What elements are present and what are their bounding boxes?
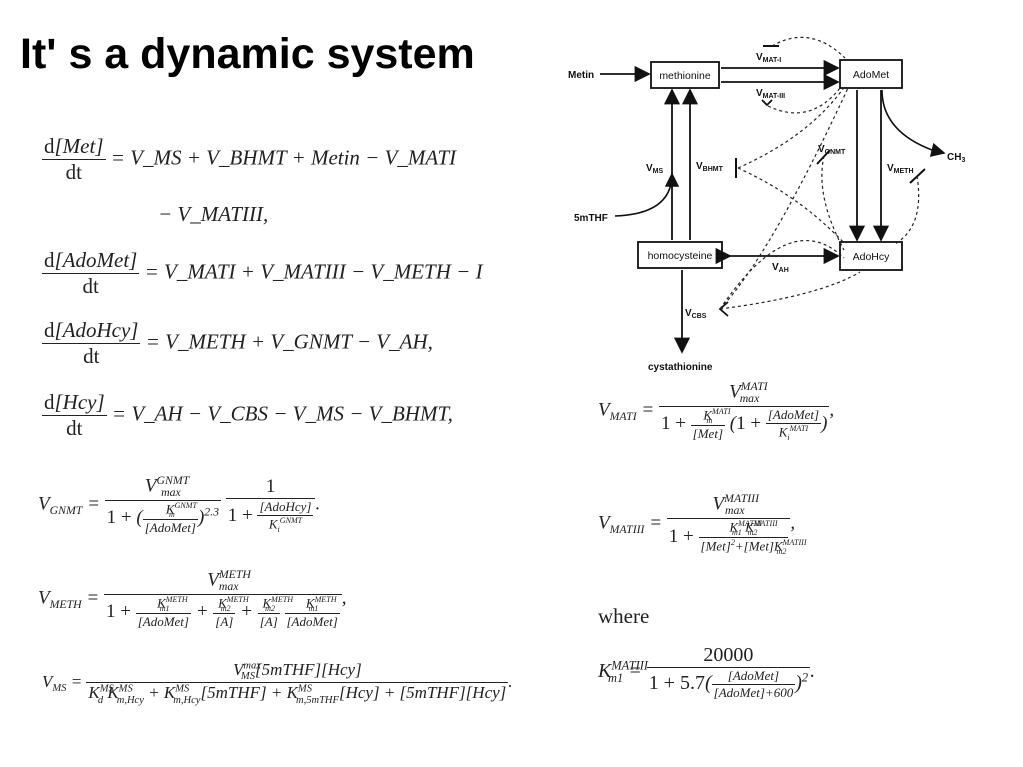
d-symbol: d <box>44 390 55 414</box>
vms-label: VMS <box>646 163 664 175</box>
homocysteine-node <box>637 241 723 269</box>
vbhmt-label: VBHMT <box>696 161 724 173</box>
equation-dmet: d[Met]dt = V_MS + V_BHMT + Metin − V_MAT… <box>42 134 456 185</box>
cystathionine-label: cystathionine <box>648 362 713 373</box>
d-symbol: d <box>44 248 55 272</box>
rhs-adomet: = V_MATI + V_MATIII − V_METH − I <box>144 259 483 284</box>
adohcy-label: AdoHcy <box>853 251 891 263</box>
k-pow: 2 <box>801 670 809 685</box>
metin-label: Metin <box>568 70 594 81</box>
vmat1-label: VMAT-I <box>756 52 781 64</box>
vah-label: VAH <box>772 262 789 274</box>
adohcy-node <box>839 241 903 271</box>
thf-arrow <box>614 172 680 217</box>
vgnmt-label: VGNMT <box>818 144 846 156</box>
ch3-arrow <box>881 89 946 157</box>
rate-vms: VMS = VmaxMS[5mTHF][Hcy]KMSd KMSm,Hcy + … <box>42 660 513 706</box>
dt-symbol: dt <box>42 273 140 299</box>
k-coef: 1 + 5.7 <box>648 672 705 695</box>
met-var: [Met] <box>54 134 104 158</box>
thf-label: 5mTHF <box>574 213 608 224</box>
dt-symbol: dt <box>42 159 106 185</box>
rhs-adohcy: = V_METH + V_GNMT − V_AH, <box>145 329 433 354</box>
vmat3-activate <box>761 99 773 107</box>
k-value: 20000 <box>703 644 754 666</box>
adomet-label: AdoMet <box>853 69 889 81</box>
methionine-node <box>650 61 720 89</box>
vmeth-label: VMETH <box>887 163 914 175</box>
hcy-var: [Hcy] <box>54 390 105 414</box>
d-symbol: d <box>44 318 55 342</box>
rhs-hcy: = V_AH − V_CBS − V_MS − V_BHMT, <box>111 401 453 426</box>
equation-dmet-cont: − V_MATIII, <box>158 202 269 226</box>
k-plus: [AdoMet]+600 <box>711 684 796 700</box>
dt-symbol: dt <box>42 343 141 369</box>
d-symbol: d <box>44 134 55 158</box>
equation-dadomet: d[AdoMet]dt = V_MATI + V_MATIII − V_METH… <box>42 248 542 299</box>
adohcy-var: [AdoHcy] <box>54 318 139 342</box>
dt-symbol: dt <box>42 415 107 441</box>
vmat3-label: VMAT-III <box>756 88 785 100</box>
equation-dhcy: d[Hcy]dt = V_AH − V_CBS − V_MS − V_BHMT, <box>42 390 453 441</box>
page-title: It' s a dynamic system <box>20 30 475 78</box>
rhs-met-line1: = V_MS + V_BHMT + Metin − V_MATI <box>110 145 457 170</box>
vcbs-label: VCBS <box>685 308 707 320</box>
regulation-links <box>719 36 920 310</box>
homocysteine-label: homocysteine <box>648 250 713 262</box>
pathway-diagram: methionine AdoMet homocysteine AdoHcy Me… <box>568 36 965 373</box>
adomet-node <box>839 59 903 89</box>
methionine-label: methionine <box>659 70 711 82</box>
ch3-label: CH3 <box>947 152 965 164</box>
adomet-var: [AdoMet] <box>54 248 138 272</box>
where-text: where <box>598 604 650 628</box>
equation-dadohcy: d[AdoHcy]dt = V_METH + V_GNMT − V_AH, <box>42 318 433 369</box>
